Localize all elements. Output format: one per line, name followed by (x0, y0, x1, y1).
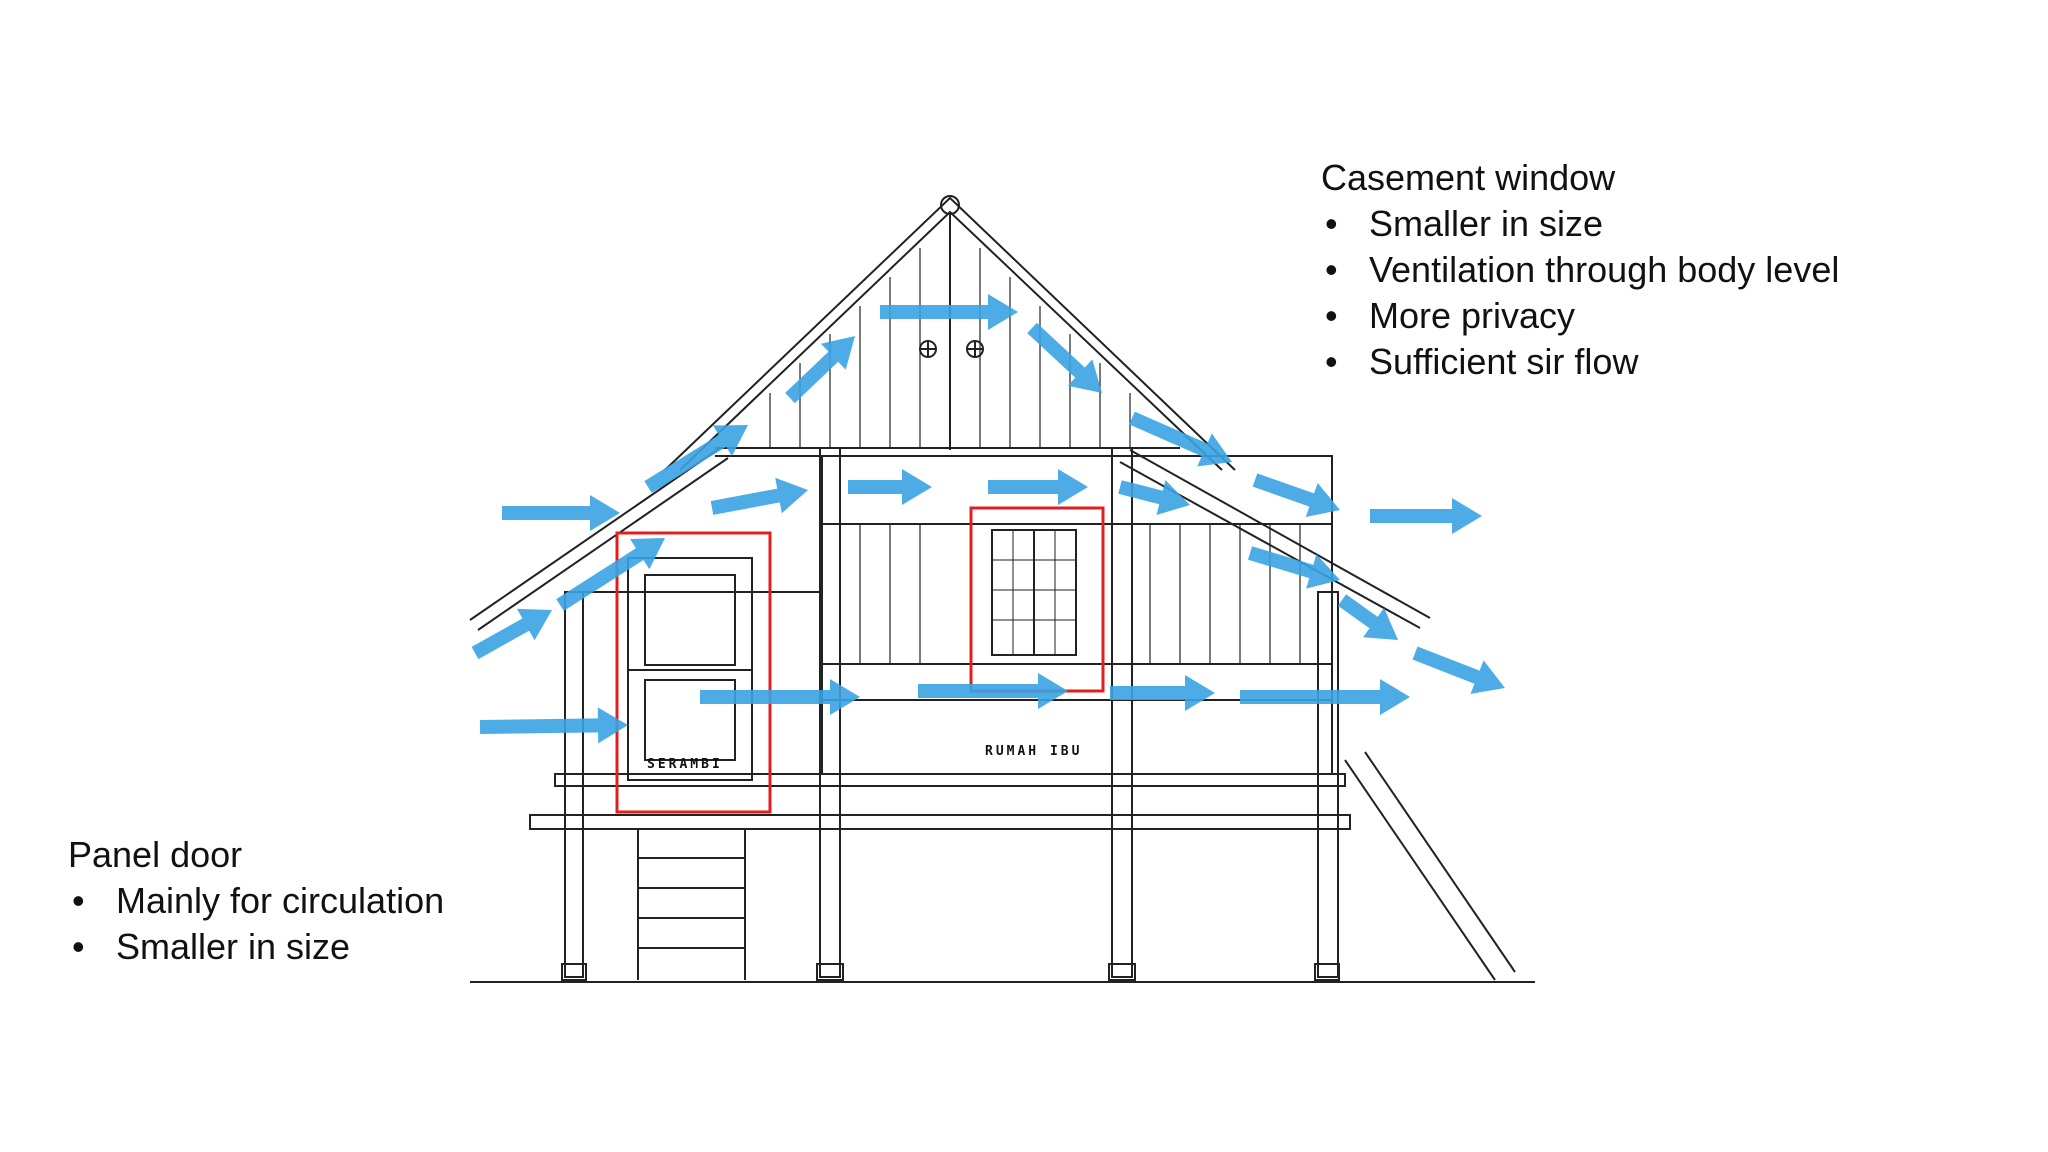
post (564, 591, 584, 978)
right-lower-roof (1129, 449, 1431, 619)
bullet-item: Sufficient sir flow (1321, 339, 1839, 385)
airflow-arrow (471, 608, 552, 660)
airflow-arrow (1252, 473, 1340, 517)
bullet-item: Ventilation through body level (1321, 247, 1839, 293)
panel-door-title: Panel door (68, 834, 243, 875)
airflow-arrows (471, 294, 1505, 744)
post (1317, 591, 1339, 978)
casement-window-bullets: Smaller in size Ventilation through body… (1321, 201, 1839, 385)
bullet-item: More privacy (1321, 293, 1839, 339)
airflow-arrow (880, 294, 1018, 330)
airflow-arrow (1370, 498, 1482, 534)
airflow-arrow (1412, 646, 1505, 694)
rumah-ibu-label: RUMAH IBU (985, 744, 1082, 759)
casement-window-title: Casement window (1321, 157, 1616, 198)
serambi-wall (564, 591, 823, 775)
airflow-arrow (1110, 675, 1215, 711)
bullet-item: Mainly for circulation (68, 878, 444, 924)
door-highlight-box (615, 531, 772, 814)
airflow-arrow (1027, 322, 1102, 393)
airflow-arrow (1118, 480, 1190, 515)
panel-door-annotation: Panel door Mainly for circulation Smalle… (68, 832, 444, 970)
side-ladder (1344, 751, 1516, 981)
airflow-arrow (1337, 594, 1398, 640)
airflow-arrow (1240, 679, 1410, 715)
bullet-item: Smaller in size (68, 924, 444, 970)
post (819, 447, 841, 978)
front-stairs (637, 829, 746, 980)
airflow-arrow (1129, 411, 1232, 467)
airflow-arrow (710, 477, 808, 515)
airflow-arrow (700, 679, 860, 715)
airflow-arrow (479, 707, 628, 744)
airflow-arrow (502, 495, 620, 531)
airflow-arrow (644, 425, 748, 493)
airflow-arrow (988, 469, 1088, 505)
airflow-arrow (556, 538, 665, 611)
airflow-arrow (1248, 546, 1340, 589)
casement-window-annotation: Casement window Smaller in size Ventilat… (1321, 155, 1839, 385)
bullet-item: Smaller in size (1321, 201, 1839, 247)
panel-door-bullets: Mainly for circulation Smaller in size (68, 878, 444, 970)
airflow-arrow (785, 336, 855, 404)
serambi-roof (469, 447, 721, 621)
post (1111, 447, 1133, 978)
airflow-arrow (918, 673, 1068, 709)
main-roof (664, 196, 1236, 471)
airflow-arrow (848, 469, 932, 505)
serambi-label: SERAMBI (647, 757, 723, 772)
